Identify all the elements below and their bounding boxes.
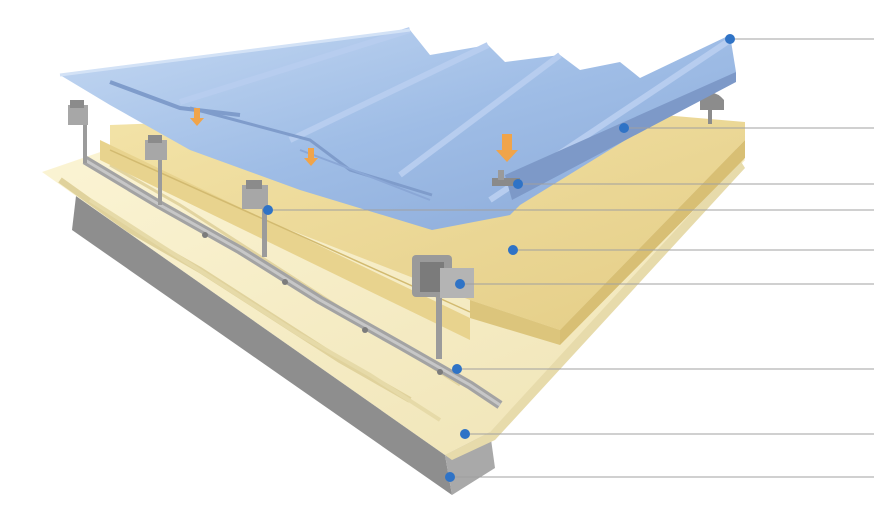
callout-top-sheet-surface xyxy=(619,123,629,133)
bracket-posts xyxy=(68,93,724,359)
callout-rail xyxy=(452,364,462,374)
callout-insulation xyxy=(508,245,518,255)
callout-liner-sheet xyxy=(460,429,470,439)
callout-bracket-upper xyxy=(263,205,273,215)
arrow-group xyxy=(190,108,518,166)
clip xyxy=(492,170,520,186)
bracket-4 xyxy=(412,255,474,359)
callout-top-sheet-ridge xyxy=(725,34,735,44)
arrow-down-1-icon xyxy=(190,108,204,126)
callout-dots xyxy=(263,34,735,482)
callout-steel-edge xyxy=(445,472,455,482)
callout-clip xyxy=(513,179,523,189)
leader-lines xyxy=(268,38,874,478)
callout-halter-bracket xyxy=(455,279,465,289)
arrow-down-2-icon xyxy=(304,148,318,166)
bracket-3 xyxy=(242,180,268,257)
arrow-down-3-icon xyxy=(496,134,518,162)
bracket-2 xyxy=(145,135,167,205)
bracket-1 xyxy=(68,100,88,163)
